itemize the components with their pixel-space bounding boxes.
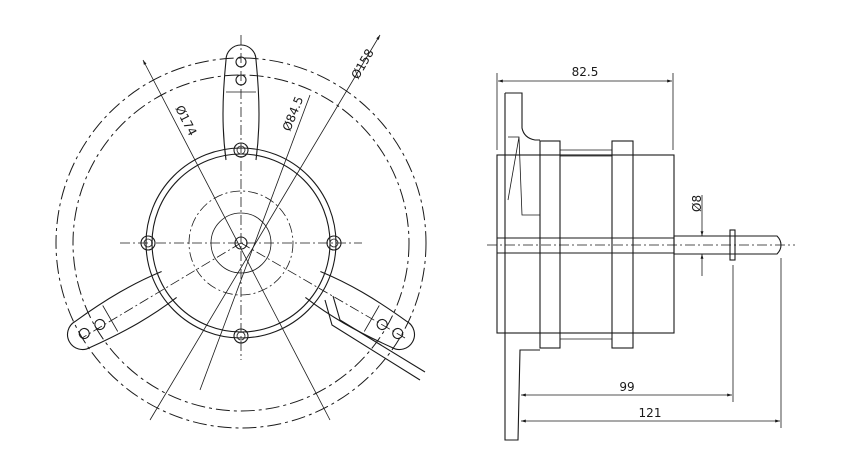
side-view: 82.5 Ø8 99 121 [487, 65, 795, 441]
mounting-arm-left [59, 268, 179, 359]
dim-label-121: 121 [639, 406, 662, 420]
flange-detail [507, 136, 540, 216]
outer-dashed-circle [55, 57, 427, 429]
mount-dashed-circle [72, 74, 410, 412]
shaft [673, 235, 782, 255]
mounting-arm [222, 44, 260, 161]
front-view: Ø174 Ø84.5 Ø158 [55, 34, 427, 429]
dim-label-84-5: Ø84.5 [280, 94, 307, 133]
dim-label-99: 99 [619, 380, 634, 394]
dim-label-174: Ø174 [172, 103, 199, 138]
dim-line-158 [149, 34, 381, 421]
circlip [729, 229, 736, 261]
dim-line-84-5 [199, 94, 311, 391]
dim-label-8: Ø8 [690, 195, 704, 212]
cable [324, 295, 426, 381]
motor-body [496, 154, 675, 334]
dim-line-174 [142, 59, 331, 421]
front-cap-ring [539, 140, 561, 349]
dim-label-158: Ø158 [348, 46, 376, 81]
arm-centerline-left [81, 242, 242, 339]
arm-centerline-right [240, 242, 406, 339]
dim-label-82-5: 82.5 [572, 65, 599, 79]
flange [504, 92, 540, 441]
rear-cap-ring [611, 140, 634, 349]
screw-icons [140, 142, 342, 344]
